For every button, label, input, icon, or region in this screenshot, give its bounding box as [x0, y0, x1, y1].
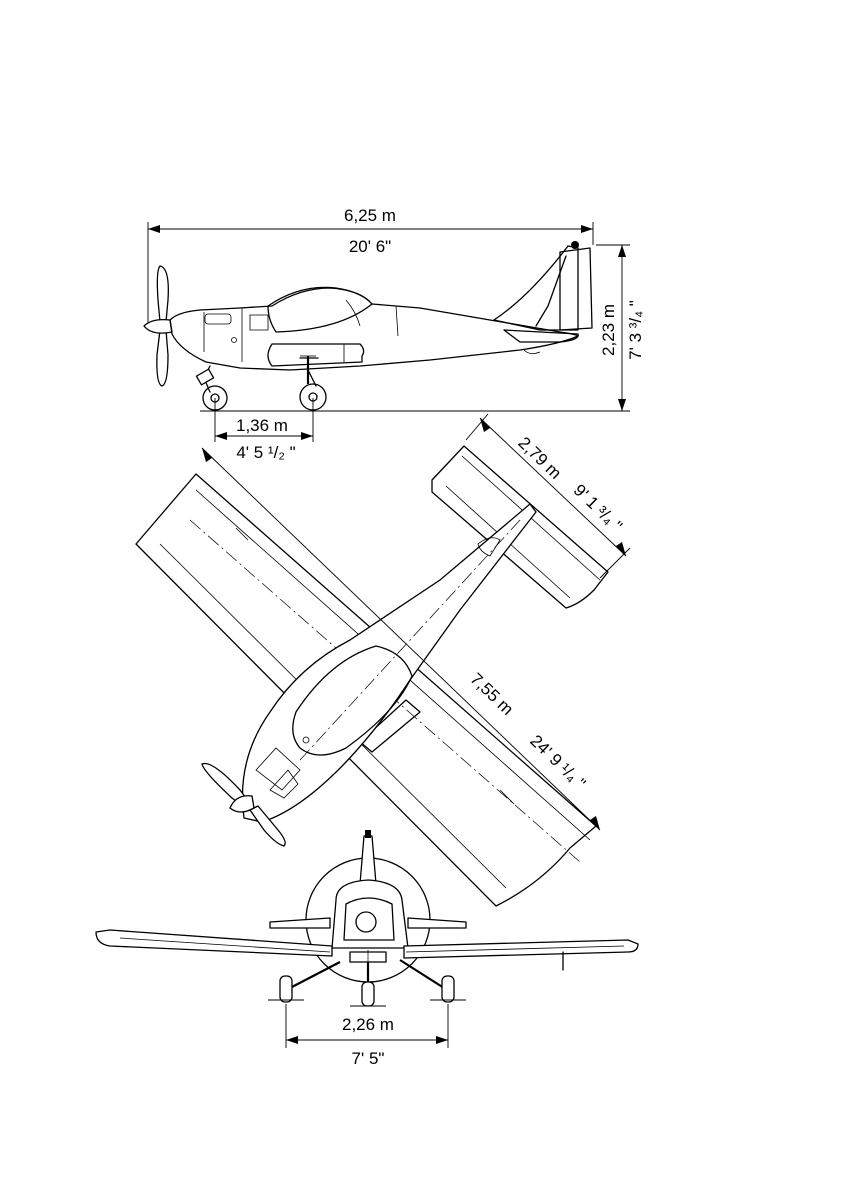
nose-wheel [362, 982, 374, 1006]
tailspan-imperial-label: 9' 1 ³/₄ " [570, 480, 626, 535]
track-metric-label: 2,26 m [342, 1015, 394, 1034]
fuselage-front [332, 880, 408, 948]
wheelbase-metric-label: 1,36 m [236, 416, 288, 435]
wing-root-side [268, 344, 364, 366]
height-metric-label: 2,23 m [599, 304, 618, 356]
fuselage-side [170, 288, 578, 370]
wing-front-left [96, 930, 332, 956]
height-imperial-label: 7' 3 ³/₄ " [626, 300, 645, 360]
length-imperial-label: 20' 6" [349, 237, 391, 256]
nose-gear-side [196, 366, 227, 410]
wingspan-metric-label: 7,55 m [467, 669, 518, 719]
length-metric-label: 6,25 m [344, 206, 396, 225]
wheelbase-imperial-label: 4' 5 ¹/₂ " [236, 443, 295, 462]
track-imperial-label: 7' 5" [352, 1049, 385, 1068]
right-main-wheel [442, 976, 454, 1002]
plan-view [136, 414, 630, 906]
left-main-wheel [280, 976, 292, 1002]
